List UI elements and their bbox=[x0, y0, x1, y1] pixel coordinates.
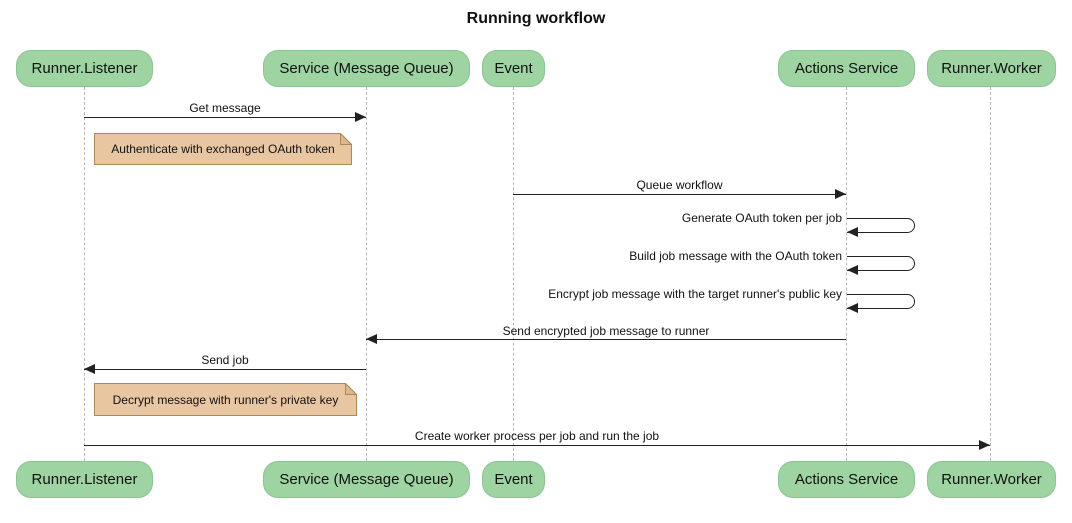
arrowhead-left-icon bbox=[84, 364, 95, 374]
arrow-get-message bbox=[84, 117, 366, 118]
arrow-create-worker-process bbox=[84, 445, 990, 446]
diagram-title: Running workflow bbox=[466, 10, 606, 27]
lifeline-runner-worker bbox=[990, 87, 991, 461]
note-shape-icon bbox=[94, 383, 357, 416]
note-shape-icon bbox=[94, 133, 352, 165]
actor-bottom-event: Event bbox=[482, 461, 545, 498]
arrowhead-left-icon bbox=[847, 265, 858, 275]
label-get-message: Get message bbox=[189, 101, 261, 115]
arrowhead-left-icon bbox=[366, 334, 377, 344]
arrowhead-right-icon bbox=[355, 112, 366, 122]
note-text: Decrypt message with runner's private ke… bbox=[112, 392, 339, 407]
actor-top-service-message-queue: Service (Message Queue) bbox=[263, 50, 470, 87]
lifeline-actions-service bbox=[846, 87, 847, 461]
actor-bottom-runner-listener: Runner.Listener bbox=[16, 461, 153, 498]
label-send-encrypted-job-message: Send encrypted job message to runner bbox=[502, 324, 710, 338]
lifeline-service-message-queue bbox=[366, 87, 367, 461]
arrow-queue-workflow bbox=[513, 194, 846, 195]
note-decrypt: Decrypt message with runner's private ke… bbox=[94, 383, 357, 416]
arrow-send-job bbox=[84, 369, 366, 370]
label-create-worker-process: Create worker process per job and run th… bbox=[414, 429, 660, 443]
arrowhead-right-icon bbox=[835, 189, 846, 199]
self-loop-icon bbox=[847, 218, 915, 233]
actor-top-event: Event bbox=[482, 50, 545, 87]
actor-bottom-actions-service: Actions Service bbox=[778, 461, 915, 498]
label-encrypt-job-message: Encrypt job message with the target runn… bbox=[548, 287, 842, 301]
arrowhead-left-icon bbox=[847, 303, 858, 313]
self-loop-icon bbox=[847, 294, 915, 309]
self-loop-icon bbox=[847, 256, 915, 271]
label-send-job: Send job bbox=[201, 353, 249, 367]
note-text: Authenticate with exchanged OAuth token bbox=[111, 142, 335, 156]
label-queue-workflow: Queue workflow bbox=[636, 178, 723, 192]
actor-top-actions-service: Actions Service bbox=[778, 50, 915, 87]
label-build-job-message: Build job message with the OAuth token bbox=[629, 249, 842, 263]
arrowhead-left-icon bbox=[847, 227, 858, 237]
note-authenticate: Authenticate with exchanged OAuth token bbox=[94, 133, 352, 165]
actor-bottom-runner-worker: Runner.Worker bbox=[927, 461, 1056, 498]
label-generate-oauth-token: Generate OAuth token per job bbox=[681, 211, 842, 225]
actor-top-runner-listener: Runner.Listener bbox=[16, 50, 153, 87]
lifeline-runner-listener bbox=[84, 87, 85, 461]
arrowhead-right-icon bbox=[979, 440, 990, 450]
arrow-send-encrypted-job-message bbox=[366, 339, 846, 340]
lifeline-event bbox=[513, 87, 514, 461]
actor-top-runner-worker: Runner.Worker bbox=[927, 50, 1056, 87]
actor-bottom-service-message-queue: Service (Message Queue) bbox=[263, 461, 470, 498]
